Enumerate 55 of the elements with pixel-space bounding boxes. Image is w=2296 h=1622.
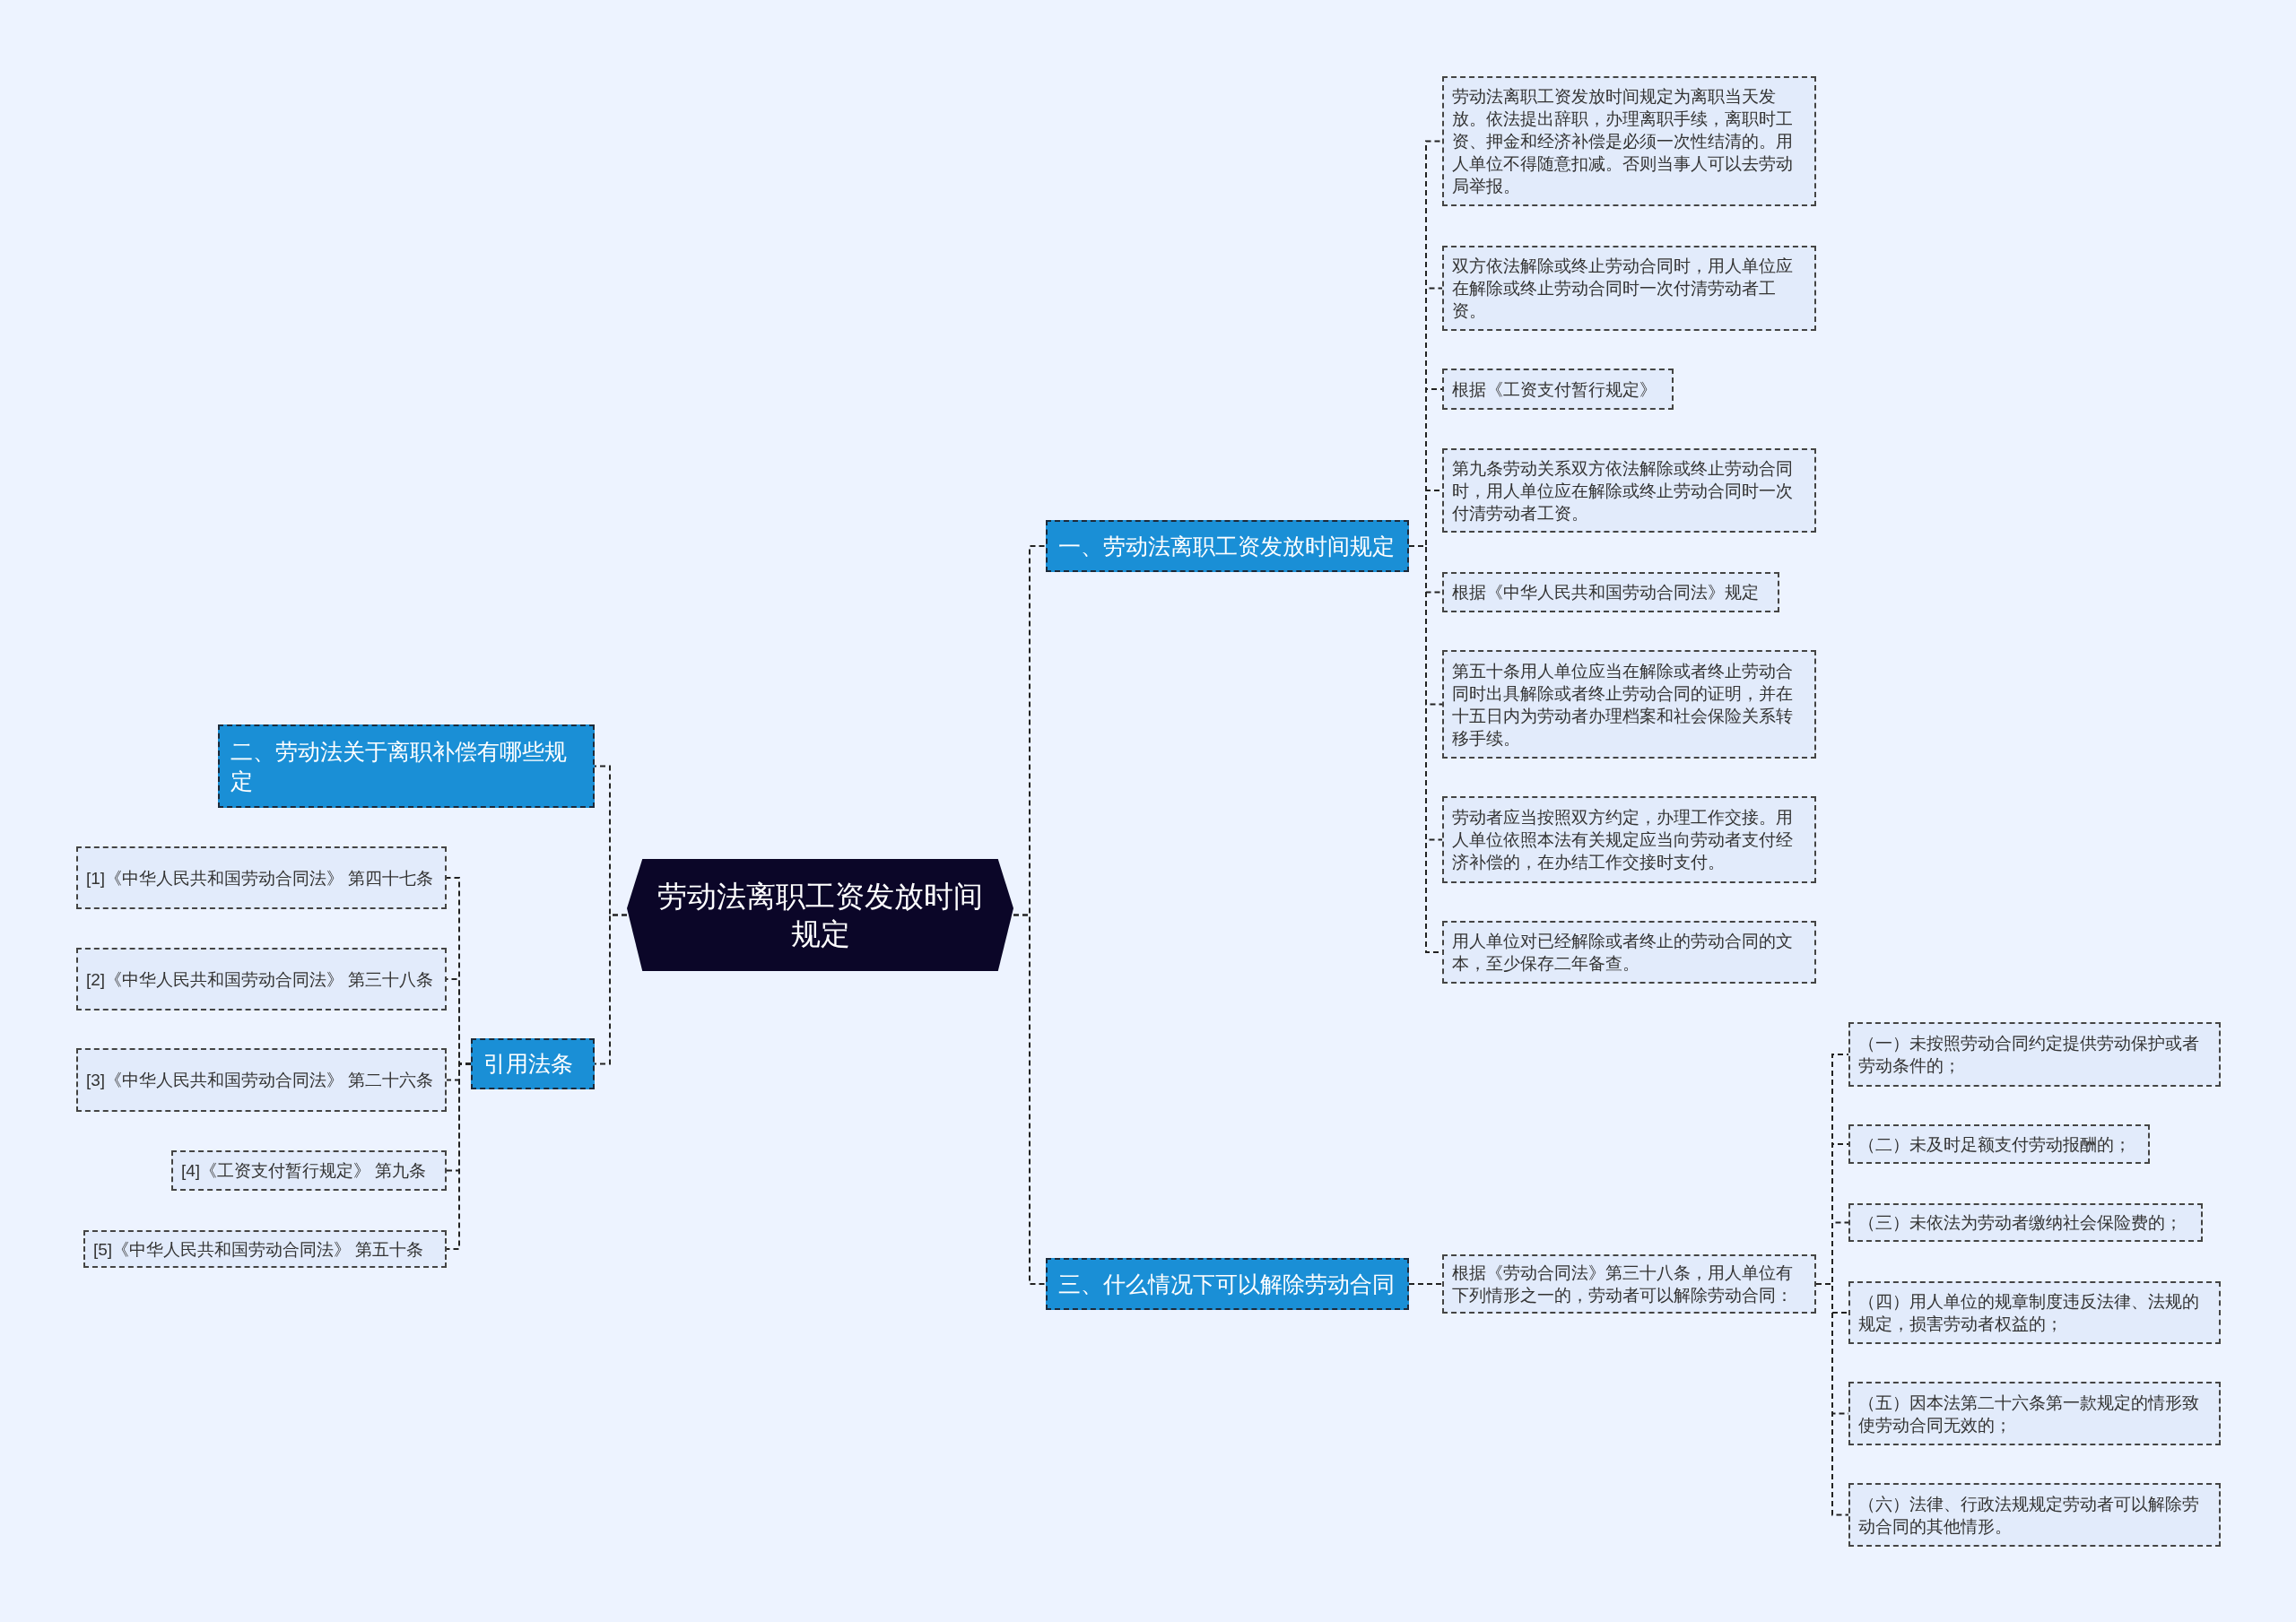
detail-text: 劳动者应当按照双方约定，办理工作交接。用人单位依照本法有关规定应当向劳动者支付经济补偿的，在办结工作交接时支付。: [1452, 807, 1794, 873]
detail-text: （一）未按照劳动合同约定提供劳动保护或者劳动条件的；: [1858, 1033, 2200, 1077]
topic-box: [1046, 1258, 1409, 1310]
detail-text: [1]《中华人民共和国劳动合同法》 第四十七条: [86, 867, 435, 889]
detail-box: [76, 846, 447, 909]
topic-box: [1046, 520, 1409, 572]
connector-line: [594, 914, 628, 1065]
connector-line: [1815, 1283, 1849, 1516]
detail-box: [1848, 1022, 2221, 1087]
detail-box: [1848, 1382, 2221, 1445]
detail-text: （四）用人单位的规章制度违反法律、法规的规定，损害劳动者权益的；: [1858, 1291, 2200, 1335]
detail-text: （三）未依法为劳动者缴纳社会保险费的；: [1858, 1212, 2183, 1234]
detail-box: [1442, 796, 1816, 883]
detail-text: 用人单位对已经解除或者终止的劳动合同的文本，至少保存二年备查。: [1452, 931, 1794, 975]
detail-box: [1848, 1483, 2221, 1547]
detail-text: [5]《中华人民共和国劳动合同法》 第五十条: [93, 1238, 425, 1261]
topic-box: [471, 1038, 595, 1089]
topic-box: [218, 724, 595, 808]
connector-line: [446, 1063, 472, 1250]
connector-line: [1408, 1283, 1443, 1285]
topic-text: 引用法条: [483, 1050, 574, 1078]
connector-line: [1013, 914, 1047, 1285]
detail-box: [1442, 448, 1816, 533]
detail-text: （六）法律、行政法规规定劳动者可以解除劳动合同的其他情形。: [1858, 1493, 2200, 1538]
detail-box: [1442, 572, 1779, 612]
detail-box: [1848, 1203, 2203, 1242]
detail-box: [1848, 1281, 2221, 1344]
detail-text: 第五十条用人单位应当在解除或者终止劳动合同时出具解除或者终止劳动合同的证明，并在十五日内为劳动者办理档案和社会保险关系转移手续。: [1452, 660, 1794, 750]
detail-text: 双方依法解除或终止劳动合同时，用人单位应在解除或终止劳动合同时一次付清劳动者工资。: [1452, 256, 1794, 322]
detail-text: 第九条劳动关系双方依法解除或终止劳动合同时，用人单位应在解除或终止劳动合同时一次付清劳动者工资。: [1452, 457, 1794, 525]
central-topic-hexagon: [627, 859, 1013, 971]
detail-text: [2]《中华人民共和国劳动合同法》 第三十八条: [86, 968, 435, 991]
detail-text: [4]《工资支付暂行规定》 第九条: [181, 1160, 428, 1182]
detail-box: [1848, 1124, 2150, 1164]
detail-box: [83, 1230, 447, 1268]
detail-text: （五）因本法第二十六条第一款规定的情形致使劳动合同无效的；: [1858, 1392, 2200, 1436]
detail-text: 根据《工资支付暂行规定》: [1452, 378, 1657, 401]
detail-box: [76, 1048, 447, 1112]
detail-text: 根据《中华人民共和国劳动合同法》规定: [1452, 582, 1760, 603]
detail-text: [3]《中华人民共和国劳动合同法》 第二十六条: [86, 1070, 435, 1091]
topic-text: 劳动法离职工资发放时间规定: [657, 878, 984, 952]
detail-box: [1442, 1254, 1816, 1314]
topic-text: 二、劳动法关于离职补偿有哪些规定: [230, 737, 568, 795]
detail-text: 劳动法离职工资发放时间规定为离职当天发放。依法提出辞职，办理离职手续，离职时工资、押金和经济补偿是必须一次性结清的。用人单位不得随意扣减。否则当事人可以去劳动局举报。: [1452, 86, 1794, 197]
detail-box: [1442, 76, 1816, 206]
detail-text: （二）未及时足额支付劳动报酬的；: [1858, 1133, 2132, 1156]
detail-box: [1442, 650, 1816, 759]
detail-box: [171, 1150, 447, 1191]
detail-box: [1442, 246, 1816, 331]
topic-text: 三、什么情况下可以解除劳动合同: [1058, 1270, 1396, 1298]
detail-box: [1442, 369, 1674, 410]
detail-box: [76, 948, 447, 1010]
topic-text: 一、劳动法离职工资发放时间规定: [1058, 532, 1396, 560]
detail-box: [1442, 921, 1816, 984]
detail-text: 根据《劳动合同法》第三十八条，用人单位有下列情形之一的，劳动者可以解除劳动合同：: [1452, 1262, 1794, 1306]
